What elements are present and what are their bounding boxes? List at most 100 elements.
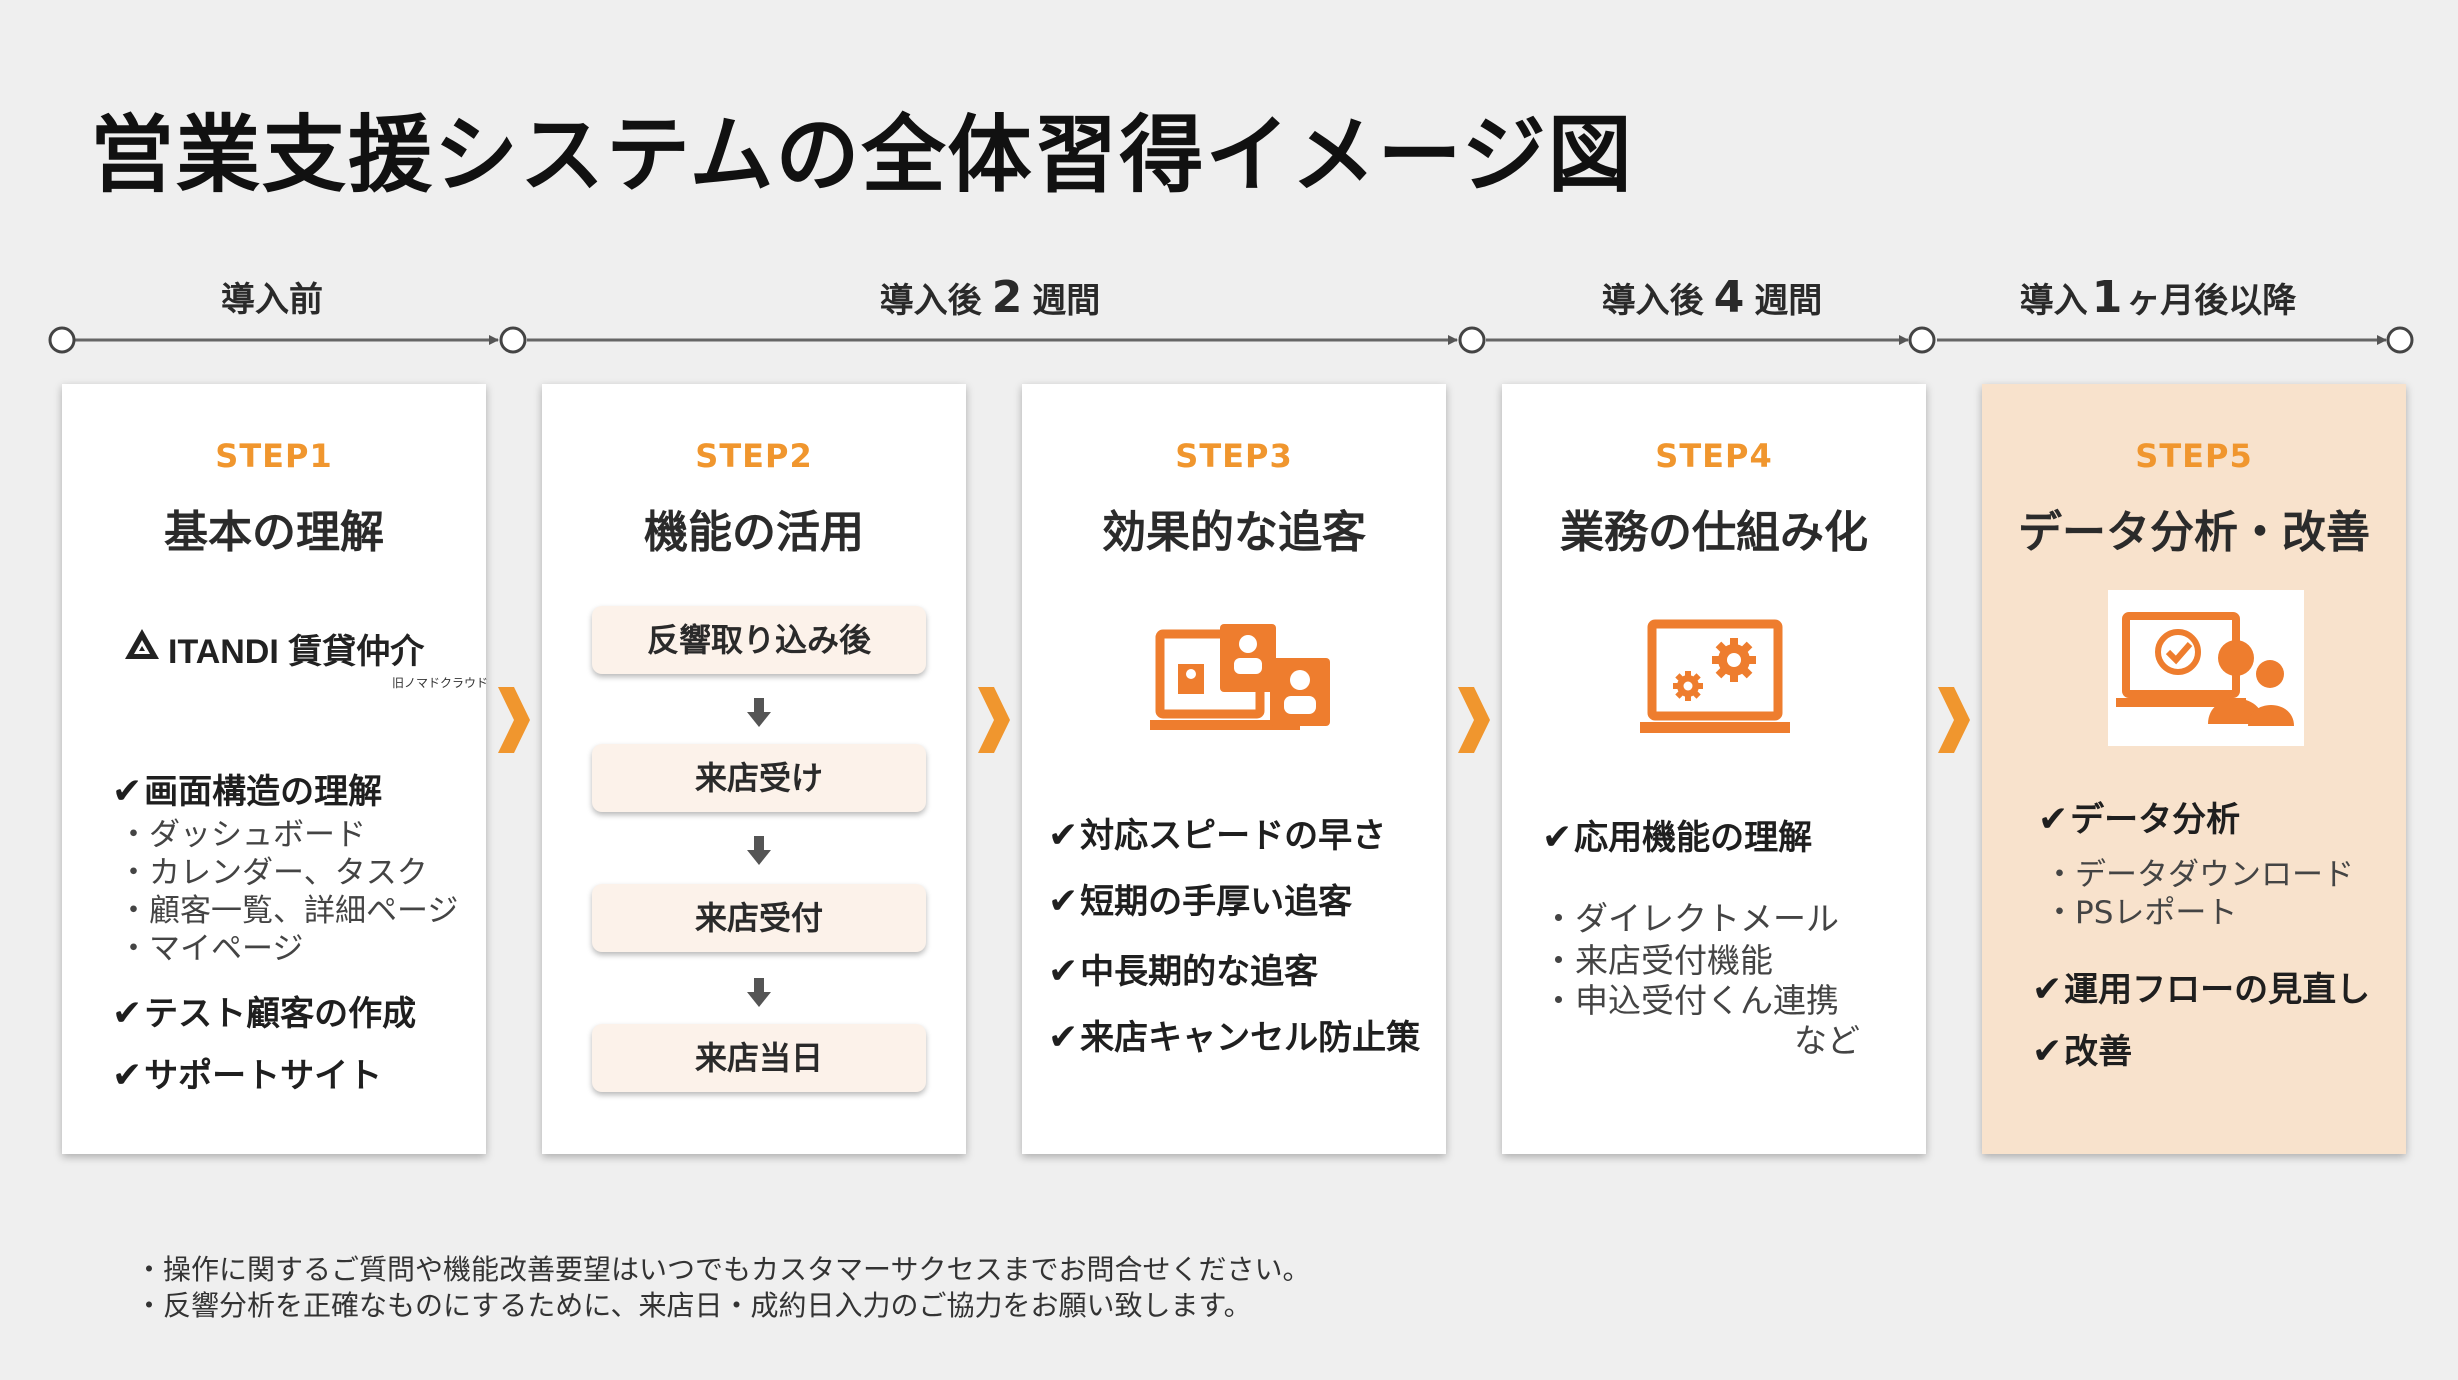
timeline-label-unit: 週間 [1754, 281, 1823, 321]
check-label: サポートサイト [144, 1056, 383, 1096]
chevron-right-icon [498, 687, 530, 753]
check-label: 中長期的な追客 [1080, 952, 1319, 992]
sub-item: ・マイページ [118, 931, 304, 967]
check-label: テスト顧客の作成 [144, 994, 417, 1034]
check-mark-icon: ✔ [112, 1055, 143, 1096]
down-arrow-icon [747, 836, 771, 865]
timeline-node-3 [1458, 326, 1486, 354]
step-title: 基本の理解 [164, 507, 384, 558]
check-item: ✔応用機能の理解 [1542, 810, 1812, 859]
step-number: STEP4 [1655, 437, 1773, 475]
itandi-logo: ITANDI 賃貸仲介 旧ノマドクラウド [124, 624, 488, 694]
check-mark-icon: ✔ [112, 993, 143, 1034]
check-mark-icon: ✔ [2038, 799, 2069, 840]
step-number: STEP1 [215, 437, 333, 475]
sub-item: ・ダッシュボード [118, 817, 366, 853]
page-title: 営業支援システムの全体習得イメージ図 [90, 106, 1634, 204]
step-number: STEP3 [1175, 437, 1293, 475]
timeline-label-text: 導入後 [879, 281, 982, 321]
check-label: 応用機能の理解 [1574, 818, 1813, 858]
sub-item: ・PSレポート [2044, 895, 2238, 931]
timeline [48, 326, 2414, 354]
check-item: ✔中長期的な追客 [1048, 944, 1318, 993]
timeline-label-text: 導入 [2019, 281, 2088, 321]
sub-item: ・ダイレクトメール [1542, 899, 1839, 938]
timeline-node-1 [48, 326, 76, 354]
check-label: 改善 [2064, 1032, 2133, 1072]
timeline-node-5 [2386, 326, 2414, 354]
flow-step: 来店当日 [592, 1024, 926, 1092]
timeline-label-number: 4 [1713, 272, 1745, 323]
down-arrow-icon [747, 698, 771, 727]
check-label: データ分析 [2070, 800, 2241, 840]
laptop-contacts-icon [1150, 624, 1330, 730]
logo-brand-text: ITANDI 賃貸仲介 [168, 633, 425, 671]
icon-frame [2108, 590, 2304, 746]
chevron-right-icon [1458, 687, 1490, 753]
sub-item: ・申込受付くん連携 [1542, 981, 1839, 1020]
check-item: ✔サポートサイト [112, 1048, 382, 1097]
footnote: ・反響分析を正確なものにするために、来店日・成約日入力のご協力をお願い致します。 [135, 1289, 1252, 1322]
check-item: ✔テスト顧客の作成 [112, 986, 416, 1035]
laptop-gears-icon [1640, 619, 1790, 733]
step-title: 機能の活用 [644, 507, 864, 558]
step-title: 効果的な追客 [1102, 507, 1366, 558]
flow-step: 来店受け [592, 744, 926, 812]
flow-step: 反響取り込み後 [592, 606, 926, 674]
timeline-label-unit: 週間 [1032, 281, 1101, 321]
step-card-3: STEP3 効果的な追客 ✔対応スピードの早さ ✔短期の手厚い追客 ✔中長期的な… [1022, 384, 1446, 1154]
check-mark-icon: ✔ [1048, 881, 1079, 922]
check-label: 対応スピードの早さ [1080, 816, 1387, 856]
step-card-1: STEP1 基本の理解 ITANDI 賃貸仲介 旧ノマドクラウド ✔画面構造の理… [62, 384, 488, 1154]
step-card-2: STEP2 機能の活用 反響取り込み後 来店受け 来店受付 来店当日 [542, 384, 966, 1154]
timeline-label-pre: 導入前 [221, 272, 323, 321]
sub-item: ・データダウンロード [2044, 857, 2354, 893]
check-mark-icon: ✔ [1048, 951, 1079, 992]
step-card-4: STEP4 業務の仕組み化 ✔応用機能の理解 ・ダイレクトメール ・来店受付機能 [1502, 384, 1926, 1154]
timeline-label-unit: ヶ月後以降 [2126, 281, 2297, 321]
check-mark-icon: ✔ [1048, 815, 1079, 856]
step-card-5: STEP5 データ分析・改善 ✔データ分析 ・データダウンロード ・PSレポート… [1982, 384, 2406, 1154]
check-label: 画面構造の理解 [144, 772, 383, 812]
sub-item: ・カレンダー、タスク [118, 855, 428, 891]
check-item: ✔画面構造の理解 [112, 764, 382, 813]
chevron-right-icon [1938, 687, 1970, 753]
check-mark-icon: ✔ [1542, 817, 1573, 858]
check-item: ✔データ分析 [2038, 792, 2240, 841]
sub-item: ・顧客一覧、詳細ページ [118, 893, 459, 929]
flow-step: 来店受付 [592, 884, 926, 952]
check-item: ✔運用フローの見直し [2032, 962, 2370, 1011]
check-label: 短期の手厚い追客 [1080, 882, 1353, 922]
step-title: データ分析・改善 [2018, 507, 2370, 558]
timeline-label-text: 導入後 [1601, 281, 1704, 321]
itandi-logo-icon [125, 629, 159, 659]
footnote: ・操作に関するご質問や機能改善要望はいつでもカスタマーサクセスまでお問合せくださ… [135, 1253, 1311, 1286]
timeline-node-4 [1908, 326, 1936, 354]
check-item: ✔短期の手厚い追客 [1048, 874, 1352, 923]
sub-item: など [1794, 1021, 1860, 1060]
step-number: STEP5 [2135, 437, 2253, 475]
step-title: 業務の仕組み化 [1560, 507, 1868, 558]
check-mark-icon: ✔ [2032, 969, 2063, 1010]
laptop-users-check-icon [2116, 612, 2294, 726]
check-item: ✔改善 [2032, 1024, 2132, 1073]
check-mark-icon: ✔ [1048, 1017, 1079, 1058]
check-mark-icon: ✔ [2032, 1031, 2063, 1072]
logo-sub-text: 旧ノマドクラウド [392, 676, 489, 690]
timeline-label-number: 1 [2091, 272, 2123, 323]
timeline-label-text: 導入前 [221, 280, 323, 320]
down-arrow-icon [747, 978, 771, 1007]
sub-item: ・来店受付機能 [1542, 941, 1773, 980]
check-label: 来店キャンセル防止策 [1080, 1018, 1421, 1058]
timeline-label-number: 2 [991, 272, 1023, 323]
timeline-node-2 [499, 326, 527, 354]
check-item: ✔対応スピードの早さ [1048, 808, 1386, 857]
check-mark-icon: ✔ [112, 771, 143, 812]
step-number: STEP2 [695, 437, 813, 475]
check-item: ✔来店キャンセル防止策 [1048, 1010, 1420, 1059]
chevron-right-icon [978, 687, 1010, 753]
